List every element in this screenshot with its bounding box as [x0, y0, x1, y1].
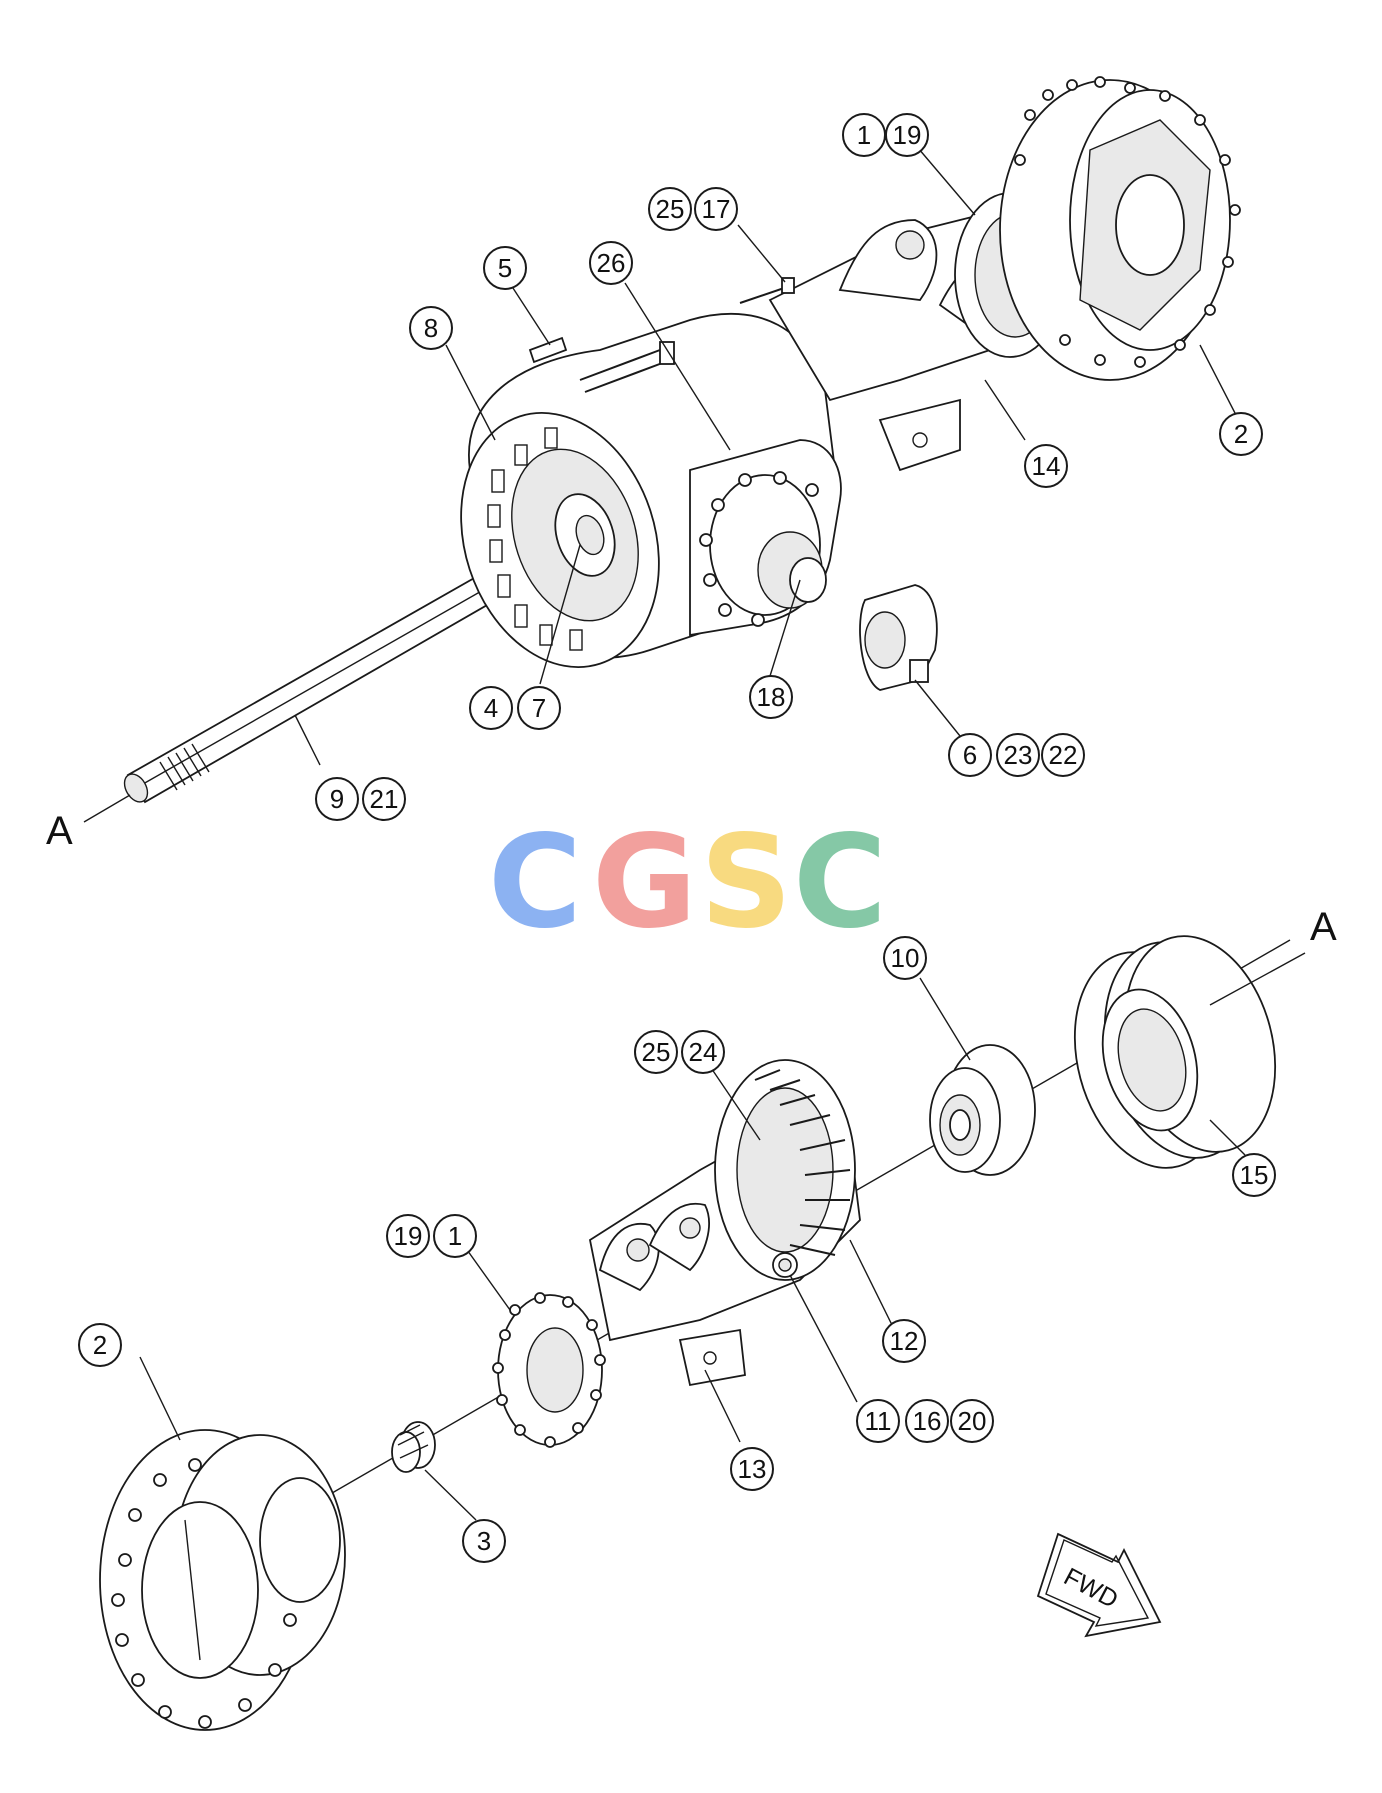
callout-14: 14	[1024, 444, 1068, 488]
watermark-letter-c2: C	[793, 808, 887, 957]
pinion-bolts	[699, 471, 819, 627]
lower-hub-ring	[492, 1292, 606, 1448]
svg-text:5: 5	[498, 253, 512, 283]
svg-text:9: 9	[330, 784, 344, 814]
callout-20: 20	[950, 1399, 994, 1443]
svg-text:2: 2	[1234, 419, 1248, 449]
callout-6: 6	[948, 733, 992, 777]
planetary-hub-bolts	[111, 1458, 297, 1729]
callout-25-upper: 25	[648, 187, 692, 231]
yoke-flange	[859, 584, 938, 691]
decal-plate	[528, 336, 568, 364]
svg-text:13: 13	[738, 1454, 767, 1484]
svg-text:1: 1	[857, 120, 871, 150]
svg-text:24: 24	[689, 1037, 718, 1067]
svg-text:19: 19	[893, 120, 922, 150]
svg-text:7: 7	[532, 693, 546, 723]
svg-text:2: 2	[93, 1330, 107, 1360]
callout-5: 5	[483, 246, 527, 290]
upper-leader-lines	[83, 134, 1237, 823]
callout-7: 7	[517, 686, 561, 730]
bolt	[579, 341, 675, 393]
svg-text:11: 11	[865, 1406, 892, 1436]
callout-4: 4	[469, 686, 513, 730]
callout-22: 22	[1041, 733, 1085, 777]
ring-gear	[929, 1044, 1036, 1176]
lower-leader-lines	[139, 952, 1306, 1521]
svg-text:6: 6	[963, 740, 977, 770]
svg-text:20: 20	[958, 1406, 987, 1436]
svg-text:1: 1	[448, 1221, 462, 1251]
callout-12: 12	[882, 1319, 926, 1363]
callout-19-lower: 19	[386, 1214, 430, 1258]
watermark-letter-g: G	[592, 808, 697, 957]
callout-26: 26	[589, 241, 633, 285]
lower-axle-assembly: 10 15 25 24 19 1 12 2 11 16 20 13 3 A	[78, 905, 1337, 1731]
svg-text:3: 3	[477, 1526, 491, 1556]
hub-studs	[1014, 76, 1241, 368]
svg-text:21: 21	[370, 784, 399, 814]
svg-text:19: 19	[394, 1221, 423, 1251]
section-marker-a-lower: A	[1310, 905, 1337, 949]
svg-text:15: 15	[1240, 1160, 1269, 1190]
svg-text:4: 4	[484, 693, 498, 723]
lower-axle-housing	[588, 1059, 861, 1387]
callout-18: 18	[749, 675, 793, 719]
callout-25-lower: 25	[634, 1030, 678, 1074]
sun-gear	[391, 1421, 436, 1473]
svg-text:25: 25	[656, 194, 685, 224]
pinion-housing	[689, 439, 842, 637]
callout-19-upper: 19	[885, 113, 929, 157]
ring-lugs	[492, 1292, 606, 1448]
callout-13: 13	[730, 1447, 774, 1491]
callout-1-upper: 1	[842, 113, 886, 157]
callout-9: 9	[315, 777, 359, 821]
callout-21: 21	[362, 777, 406, 821]
svg-text:18: 18	[757, 682, 786, 712]
svg-text:23: 23	[1004, 740, 1033, 770]
housing-fins	[487, 427, 583, 651]
svg-text:8: 8	[424, 313, 438, 343]
callout-2-lower: 2	[78, 1323, 122, 1367]
callout-23: 23	[996, 733, 1040, 777]
svg-text:25: 25	[642, 1037, 671, 1067]
planetary-hub	[99, 1429, 346, 1731]
svg-text:17: 17	[702, 194, 731, 224]
section-marker-a-upper: A	[46, 809, 73, 853]
callout-16: 16	[905, 1399, 949, 1443]
callout-10: 10	[883, 936, 927, 980]
cgsc-watermark: C G S C	[488, 808, 887, 957]
callout-15: 15	[1232, 1153, 1276, 1197]
callout-2-upper: 2	[1219, 412, 1263, 456]
brake-pack	[1073, 935, 1277, 1169]
watermark-letter-c1: C	[488, 808, 582, 957]
svg-text:26: 26	[597, 248, 626, 278]
svg-text:10: 10	[891, 943, 920, 973]
callout-8: 8	[409, 306, 453, 350]
svg-text:12: 12	[890, 1326, 919, 1356]
callout-11: 11	[856, 1399, 900, 1443]
forward-direction-arrow: FWD	[1036, 1532, 1162, 1638]
watermark-letter-s: S	[700, 808, 792, 957]
upper-axle-assembly: 1 19 25 17 5 26 8 2 14 18 4 7 6 23 22	[46, 76, 1263, 853]
svg-text:16: 16	[913, 1406, 942, 1436]
callout-24: 24	[681, 1030, 725, 1074]
svg-text:14: 14	[1032, 451, 1061, 481]
svg-text:22: 22	[1049, 740, 1078, 770]
housing-studs	[754, 1069, 851, 1256]
callout-3: 3	[462, 1519, 506, 1563]
callout-1-lower: 1	[433, 1214, 477, 1258]
callout-17: 17	[694, 187, 738, 231]
wheel-hub	[999, 76, 1241, 381]
shaft-spline	[159, 743, 210, 791]
